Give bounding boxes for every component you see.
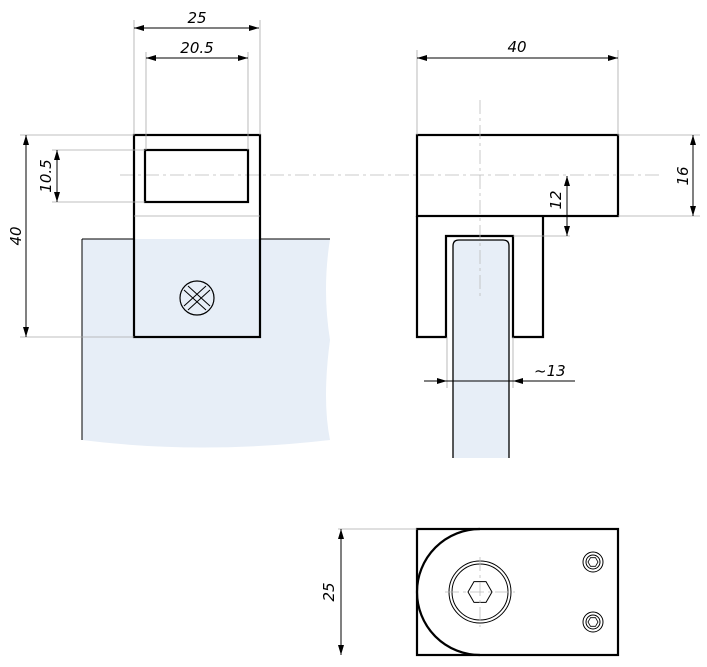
small-screw-icon xyxy=(582,551,604,573)
screw-icon xyxy=(179,280,215,316)
front-view: 25 20.5 40 10.5 xyxy=(7,9,330,448)
clamp-body-front xyxy=(132,133,262,339)
dim-label-top-height: 16 xyxy=(674,166,692,185)
dim-label-side-width: 40 xyxy=(507,38,526,56)
glass-edge-side xyxy=(452,239,510,458)
dim-label-glass-thickness: ~13 xyxy=(534,362,566,380)
rounded-edge xyxy=(415,527,481,657)
window-cutout xyxy=(143,148,250,204)
glass-panel-front xyxy=(82,239,330,448)
clamp-u-channel xyxy=(415,216,545,339)
dim-label-bottom-height: 25 xyxy=(320,582,338,601)
clamp-top-block xyxy=(415,133,620,218)
hex-socket-screw-icon xyxy=(445,557,515,627)
small-screw-icon xyxy=(582,611,604,633)
side-view: 40 16 12 ~13 xyxy=(415,38,700,458)
dim-label-width-inner: 20.5 xyxy=(180,39,213,57)
dim-label-depth: 12 xyxy=(547,190,565,209)
glass-panel-side xyxy=(453,240,509,458)
dim-label-height: 40 xyxy=(7,226,25,245)
dim-label-window-height: 10.5 xyxy=(37,159,55,192)
bottom-view: 25 xyxy=(320,527,620,657)
dim-label-width-outer: 25 xyxy=(187,9,206,27)
